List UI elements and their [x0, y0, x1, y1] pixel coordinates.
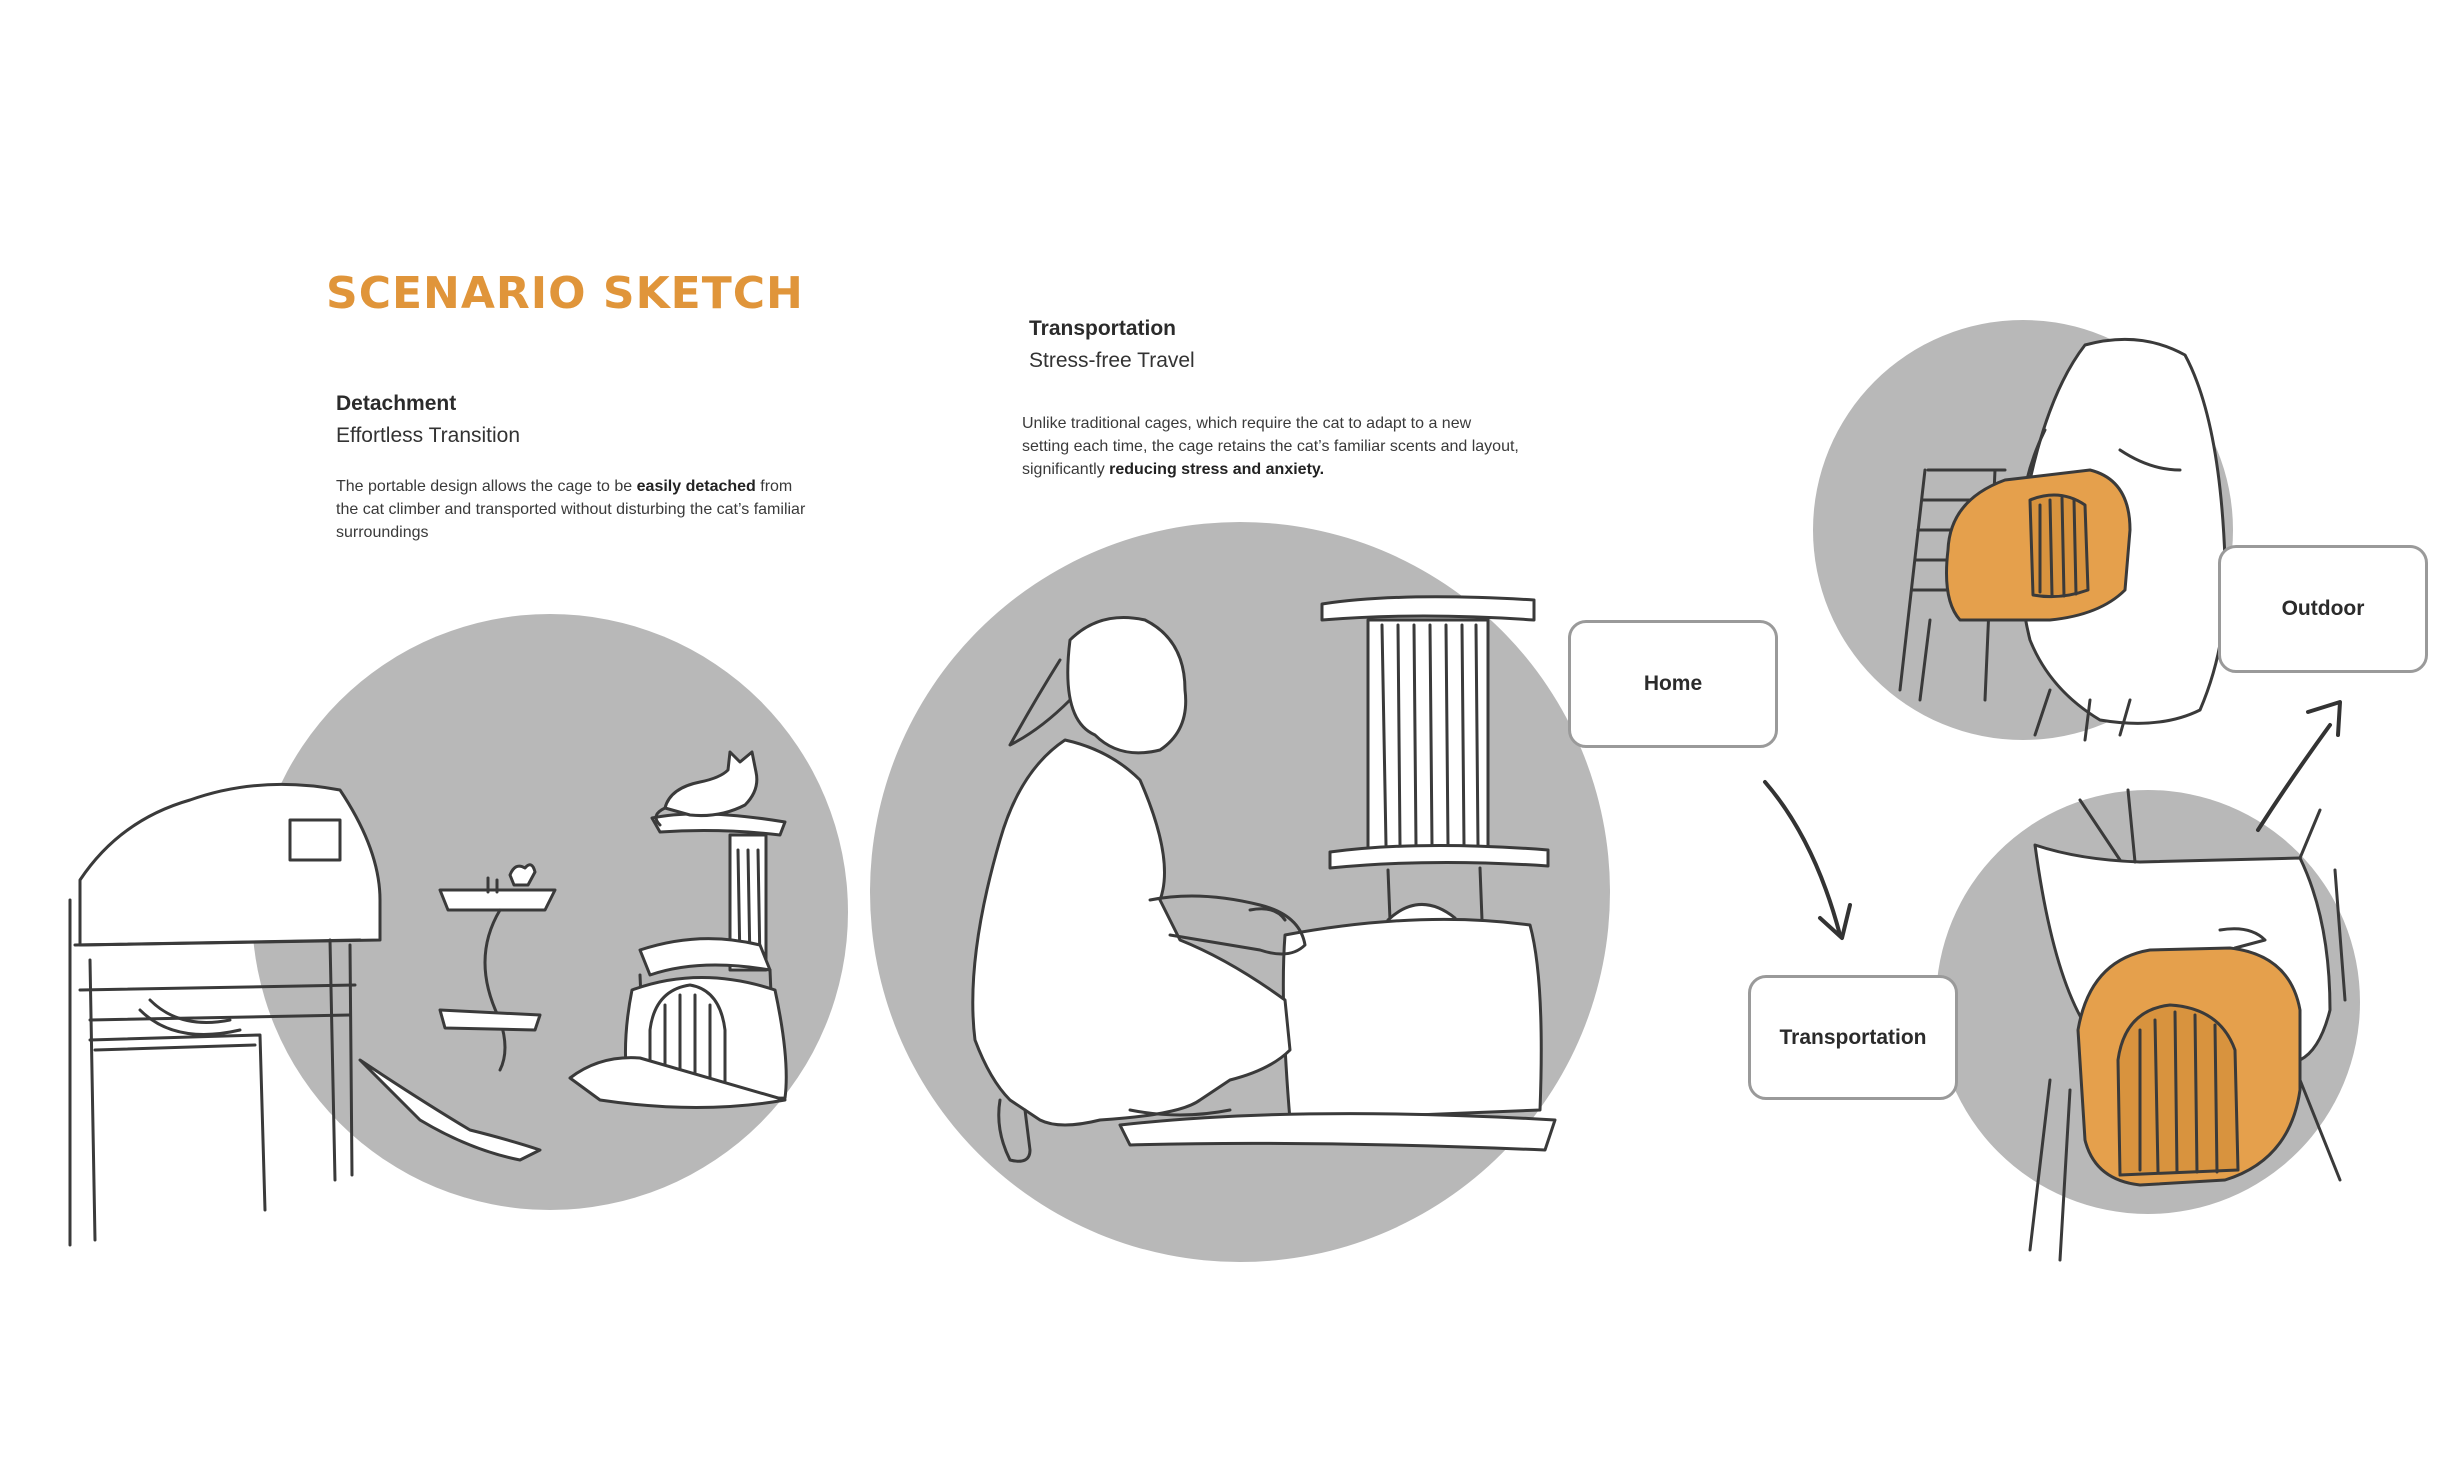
arrow-transportation-to-outdoor — [2256, 723, 2332, 832]
bed-sketch — [68, 782, 542, 1247]
transportation-subheading: Stress-free Travel — [1029, 349, 1195, 372]
cycle-arrows — [1763, 700, 2342, 940]
car-scene — [1936, 788, 2360, 1262]
carrier-outdoor — [1945, 468, 2132, 622]
detachment-description-text: The portable design allows the cage to b… — [336, 478, 637, 495]
transportation-heading: Transportation — [1029, 317, 1177, 340]
woman-sketch — [971, 616, 1307, 1163]
detachment-scene — [68, 614, 848, 1247]
large-cat-climber-sketch — [1118, 595, 1557, 1152]
transportation-backdrop-circle — [870, 522, 1610, 1262]
side-table-sketch — [438, 863, 557, 1072]
carrier-car — [2076, 946, 2302, 1187]
detachment-description: The portable design allows the cage to b… — [336, 475, 806, 544]
detachment-description-emphasis: easily detached — [636, 478, 756, 495]
detachment-heading: Detachment — [336, 392, 457, 415]
detachment-subheading: Effortless Transition — [336, 424, 521, 447]
transportation-description: Unlike traditional cages, which require … — [1022, 412, 1522, 481]
transportation-scene — [870, 522, 1610, 1262]
arrow-home-to-transportation-head — [1818, 903, 1852, 940]
cat-climber-sketch — [568, 812, 788, 1109]
home-box: Home — [1568, 620, 1778, 748]
home-label: Home — [1643, 672, 1703, 695]
arrow-transportation-to-outdoor-head — [2306, 700, 2342, 737]
outdoor-scene — [1813, 320, 2233, 742]
transportation-description-text: Unlike traditional cages, which require … — [1022, 415, 1519, 478]
transportation-box: Transportation — [1748, 975, 1958, 1100]
detachment-description-text-end: from the cat climber and transported wit… — [336, 478, 806, 541]
transportation-label: Transportation — [1779, 1025, 1927, 1049]
page-title: SCENARIO SKETCH — [326, 268, 804, 319]
outdoor-label: Outdoor — [2281, 597, 2365, 620]
transportation-description-emphasis: reducing stress and anxiety. — [1109, 461, 1325, 478]
arrow-home-to-transportation — [1763, 780, 1842, 937]
outdoor-box: Outdoor — [2218, 545, 2428, 673]
cat-sketch — [654, 750, 759, 827]
